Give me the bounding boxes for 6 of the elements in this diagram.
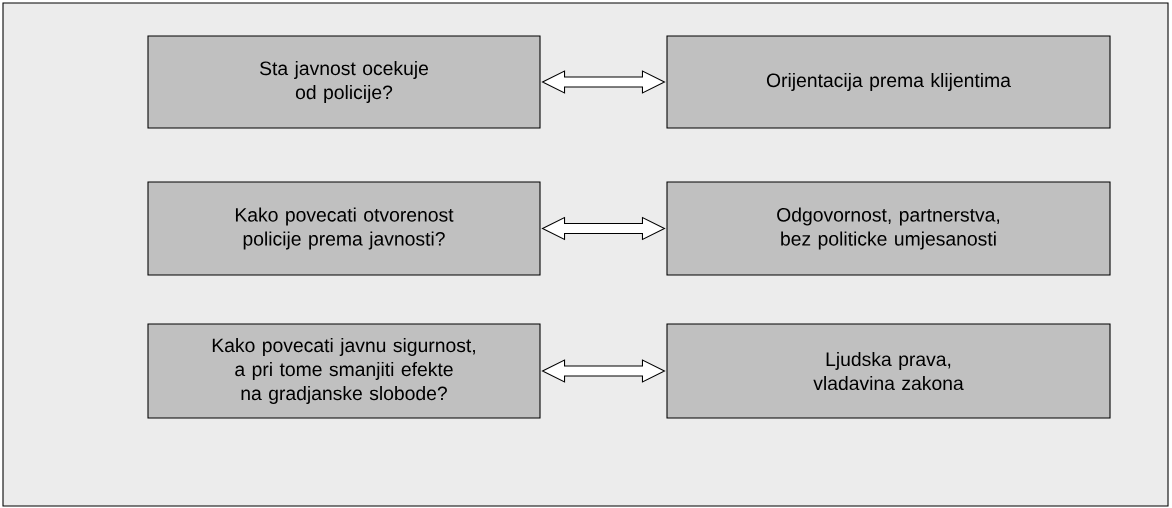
text-box: Odgovornost, partnerstva, bez politicke umjesanosti xyxy=(666,181,1111,276)
text-box: Orijentacija prema klijentima xyxy=(666,35,1111,129)
text-box: Kako povecati javnu sigurnost, a pri tome smanjiti efekte na gradjanske slobode? xyxy=(147,323,541,419)
text-box: Kako povecati otvorenost policije prema javnosti? xyxy=(147,181,541,276)
text-box: Sta javnost ocekuje od policije? xyxy=(147,35,541,129)
text-box: Ljudska prava, vladavina zakona xyxy=(666,323,1111,419)
